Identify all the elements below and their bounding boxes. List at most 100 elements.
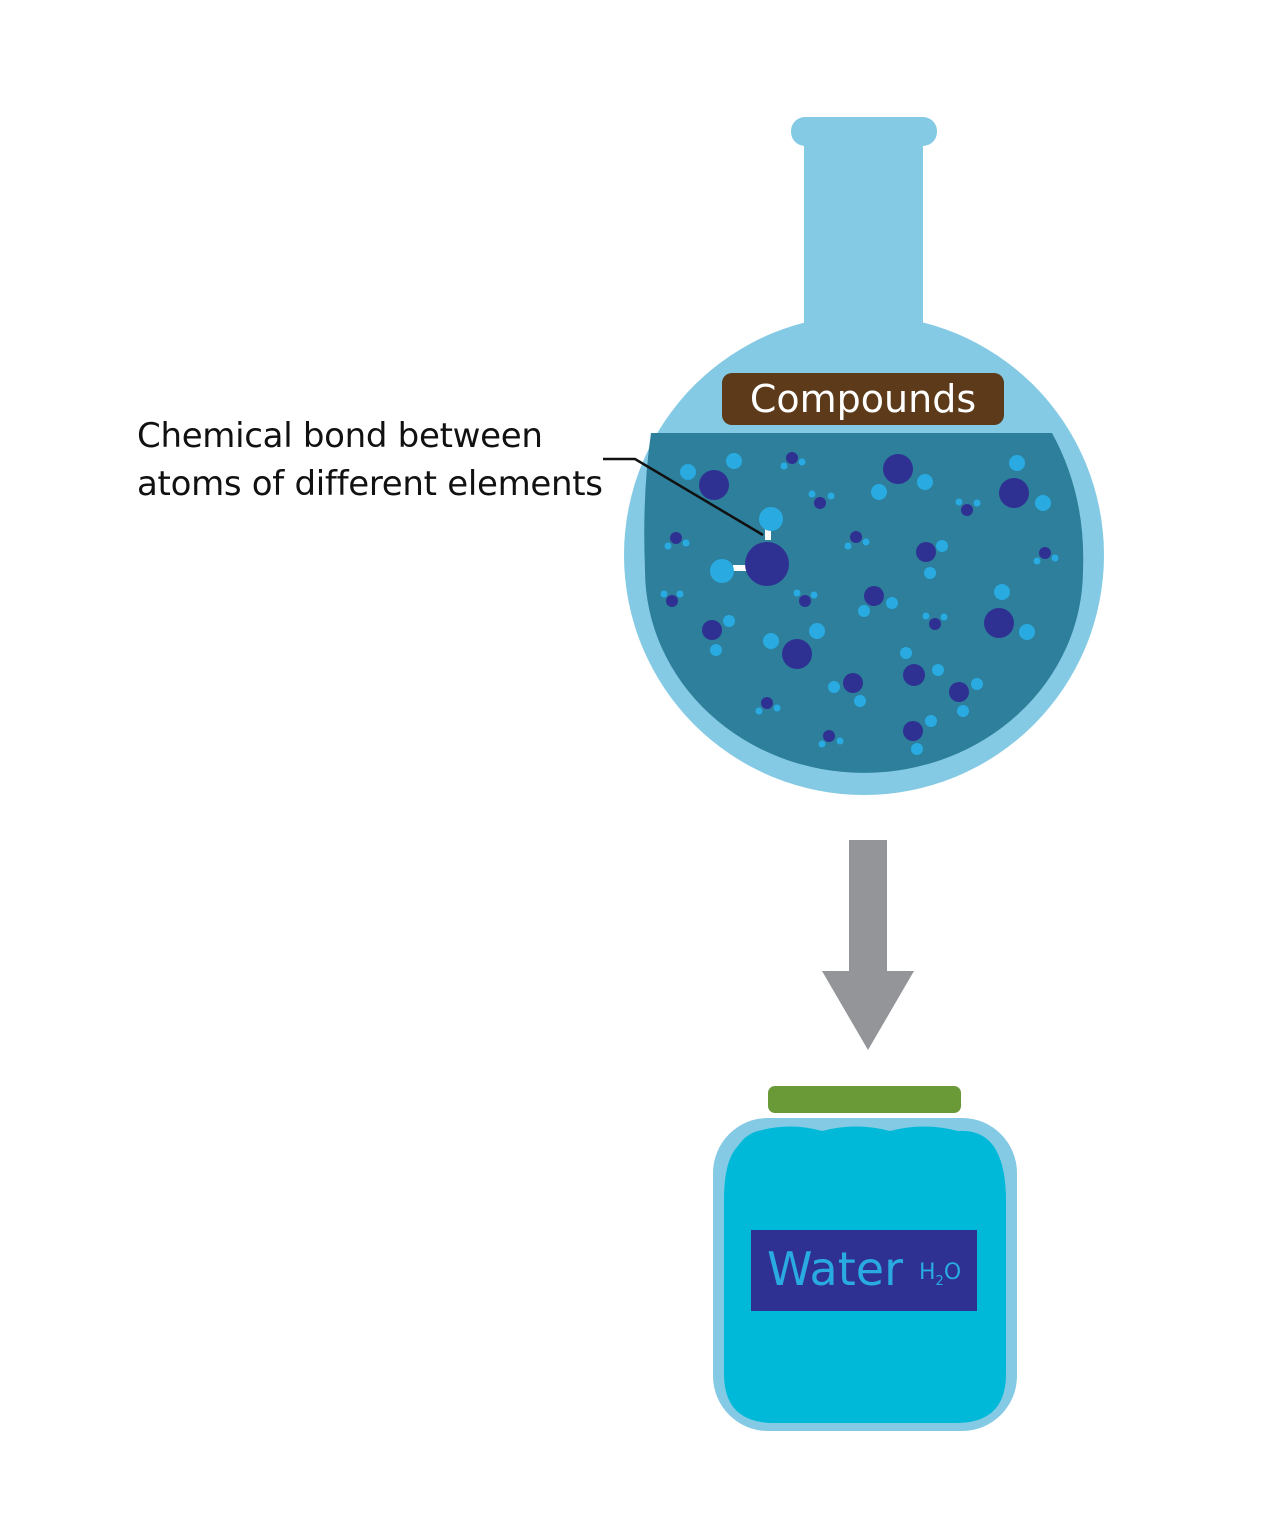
oxygen-atom (999, 478, 1029, 508)
hydrogen-atom (1051, 554, 1059, 562)
oxygen-atom (864, 586, 884, 606)
oxygen-atom (799, 595, 811, 607)
chemical-bond-callout: Chemical bond between atoms of different… (137, 412, 603, 508)
hydrogen-atom (924, 567, 936, 579)
oxygen-atom (814, 497, 826, 509)
oxygen-atom (666, 595, 678, 607)
hydrogen-atom (763, 633, 779, 649)
oxygen-atom (745, 542, 789, 586)
oxygen-atom (883, 454, 913, 484)
water-molecule-icon (808, 490, 835, 509)
oxygen-atom (761, 697, 773, 709)
oxygen-atom (782, 639, 812, 669)
callout-leader-line (603, 457, 764, 537)
hydrogen-atom (710, 559, 734, 583)
hydrogen-atom (723, 615, 735, 627)
hydrogen-atom (682, 539, 690, 547)
callout-line-2: atoms of different elements (137, 464, 603, 504)
water-molecule-icon (999, 455, 1051, 511)
hydrogen-atom (828, 681, 840, 693)
hydrogen-atom (911, 743, 923, 755)
formula-o: O (943, 1260, 962, 1285)
hydrogen-atom (818, 740, 826, 748)
hydrogen-atom (1009, 455, 1025, 471)
oxygen-atom (984, 608, 1014, 638)
oxygen-atom (850, 531, 862, 543)
oxygen-atom (670, 532, 682, 544)
hydrogen-atom (660, 590, 668, 598)
hydrogen-atom (1035, 495, 1051, 511)
water-molecule-icon (922, 612, 948, 630)
callout-line-1: Chemical bond between (137, 416, 543, 456)
round-bottom-flask-icon (624, 117, 1104, 795)
water-molecule-icon (900, 647, 944, 686)
formula-h: H (919, 1260, 936, 1285)
hydrogen-atom (759, 507, 783, 531)
water-molecule-icon (871, 454, 933, 500)
hydrogen-atom (932, 664, 944, 676)
hydrogen-atom (836, 737, 844, 745)
jar-lid (768, 1086, 961, 1113)
oxygen-atom (961, 504, 973, 516)
hydrogen-atom (994, 584, 1010, 600)
hydrogen-atom (808, 490, 816, 498)
hydrogen-atom (1033, 557, 1041, 565)
hydrogen-atom (900, 647, 912, 659)
hydrogen-atom (940, 613, 948, 621)
hydrogen-atom (793, 589, 801, 597)
water-molecule-icon (903, 715, 937, 755)
hydrogen-atom (780, 462, 788, 470)
water-molecule-icon (984, 584, 1035, 640)
water-formula: H2O (919, 1258, 961, 1297)
water-molecule-icon (660, 590, 684, 607)
oxygen-atom (916, 542, 936, 562)
hydrogen-atom (957, 705, 969, 717)
water-molecule-icon (844, 531, 870, 550)
oxygen-atom (702, 620, 722, 640)
oxygen-atom (949, 682, 969, 702)
hydrogen-atom (936, 540, 948, 552)
hydrogen-atom (827, 492, 835, 500)
water-label-word: Water (767, 1242, 903, 1296)
water-label: Water H2O (751, 1230, 977, 1311)
molecule-group (660, 452, 1059, 755)
water-molecule-icon (858, 586, 898, 617)
hydrogen-atom (755, 707, 763, 715)
hydrogen-atom (955, 498, 963, 506)
arrow-shaft (849, 840, 887, 973)
water-molecule-icon (818, 730, 844, 748)
hydrogen-atom (726, 453, 742, 469)
hydrogen-atom (922, 612, 930, 620)
hydrogen-atom (971, 678, 983, 690)
water-molecule-icon (949, 678, 983, 717)
water-molecule-icon (828, 673, 866, 707)
water-molecule-icon (780, 452, 806, 470)
molecule-bond (733, 565, 749, 571)
water-molecule-icon (955, 498, 981, 516)
compounds-label: Compounds (722, 373, 1004, 425)
down-arrow-icon (822, 840, 914, 1050)
hydrogen-atom (810, 591, 818, 599)
oxygen-atom (843, 673, 863, 693)
oxygen-atom (929, 618, 941, 630)
water-molecule-icon (680, 453, 742, 500)
oxygen-atom (823, 730, 835, 742)
water-molecule-icon (763, 623, 825, 669)
water-molecule-icon (916, 540, 948, 579)
hydrogen-atom (925, 715, 937, 727)
hydrogen-atom (871, 484, 887, 500)
oxygen-atom (786, 452, 798, 464)
hydrogen-atom (854, 695, 866, 707)
hydrogen-atom (773, 704, 781, 712)
hydrogen-atom (1019, 624, 1035, 640)
water-molecule-icon (664, 532, 690, 550)
formula-subscript-2: 2 (935, 1274, 944, 1289)
water-molecule-icon (702, 615, 735, 656)
hydrogen-atom (809, 623, 825, 639)
hydrogen-atom (680, 464, 696, 480)
hydrogen-atom (844, 542, 852, 550)
hydrogen-atom (798, 458, 806, 466)
hydrogen-atom (858, 605, 870, 617)
